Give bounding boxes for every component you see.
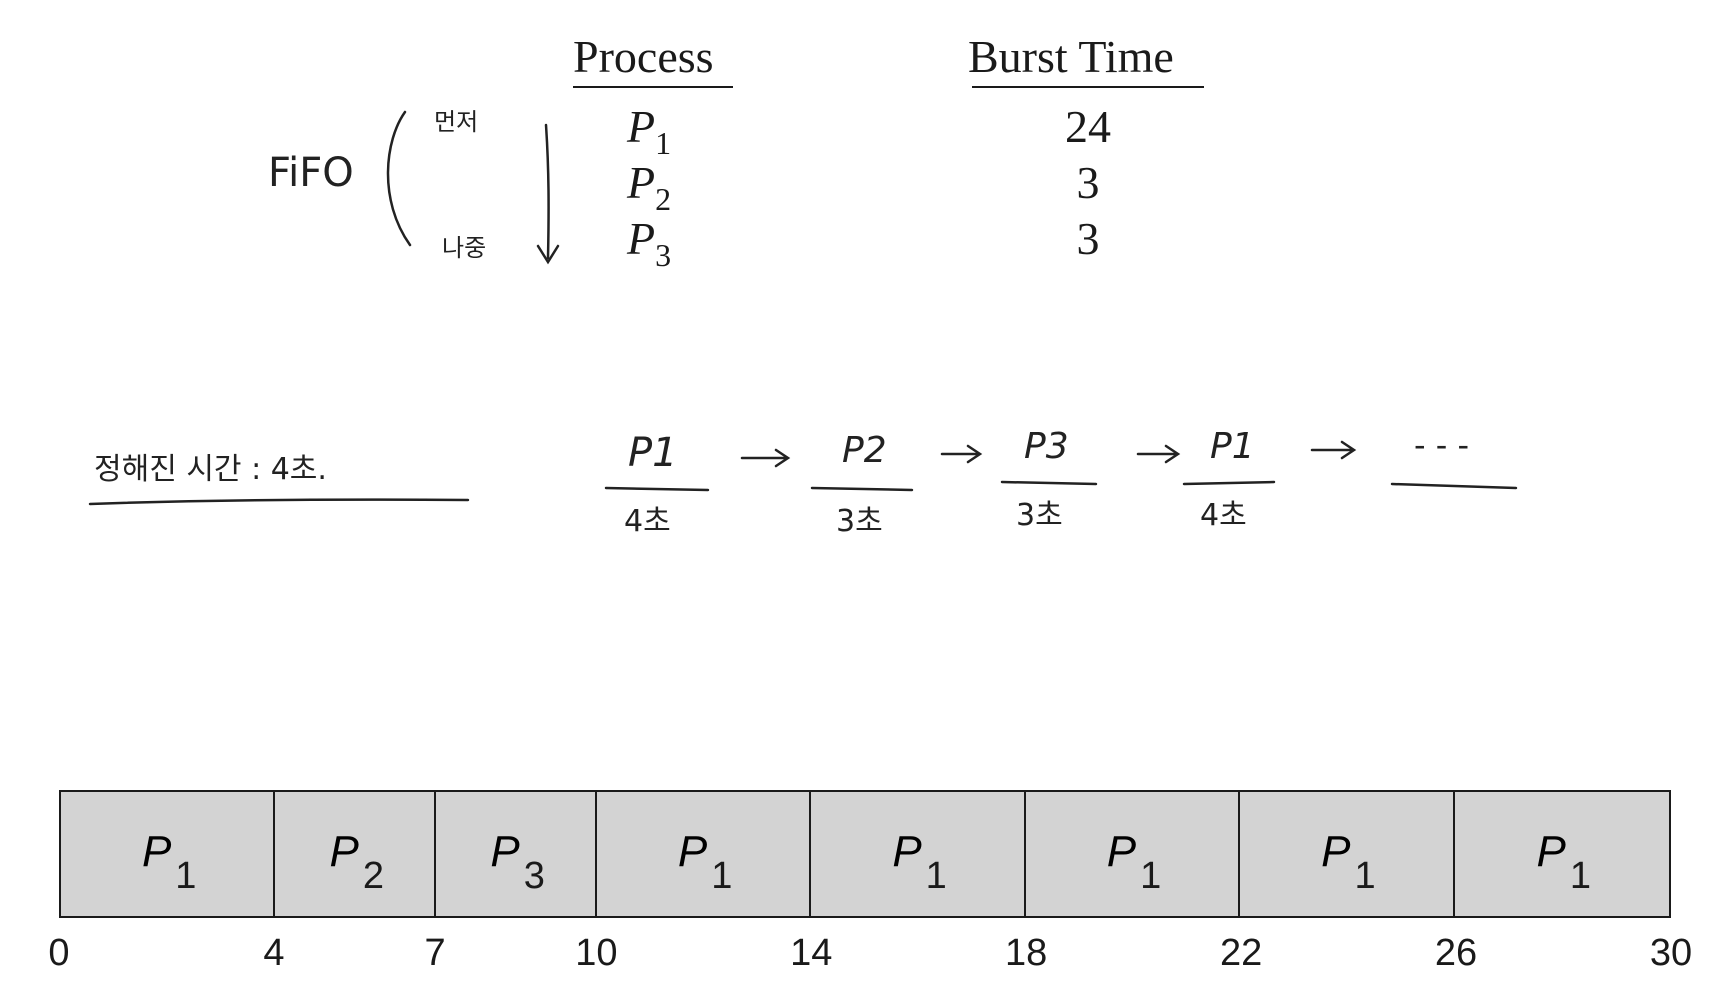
sequence-fraction-bar-1 (604, 486, 710, 492)
sequence-arrow-3 (1136, 444, 1181, 464)
fifo-bracket-stroke (386, 110, 412, 247)
process-name-p3: P3 (627, 213, 672, 273)
gantt-tick-label: 18 (1005, 932, 1048, 974)
later-note: 나중 (442, 234, 487, 262)
burst-time-p3: 3 (1076, 213, 1100, 264)
sequence-fraction-bar-5 (1390, 482, 1518, 490)
gantt-tick-label: 10 (575, 932, 618, 974)
sequence-arrow-1 (740, 448, 791, 468)
sequence-time-4: 4초 (1200, 498, 1247, 533)
burst-time-column-header: Burst Time (968, 31, 1174, 82)
process-name-p1: P1 (627, 101, 672, 161)
gantt-tick-label: 0 (48, 932, 70, 974)
sequence-proc-2: P2 (842, 430, 887, 471)
burst-time-p1: 24 (1065, 101, 1111, 152)
sequence-proc-4: P1 (1210, 426, 1255, 467)
sequence-arrow-2 (940, 444, 983, 464)
sequence-fraction-bar-3 (1000, 480, 1098, 486)
order-arrow-shaft (544, 123, 550, 260)
sequence-fraction-bar-2 (810, 486, 914, 492)
gantt-tick-label: 22 (1219, 932, 1263, 974)
quantum-underline (88, 498, 470, 506)
time-quantum-note: 정해진 시간 : 4초. (94, 452, 327, 487)
gantt-tick-label: 14 (790, 932, 833, 974)
order-arrow-head (536, 244, 560, 265)
sequence-arrow-4 (1310, 440, 1357, 460)
sequence-time-2: 3초 (836, 504, 883, 539)
burst-header-underline (972, 86, 1204, 88)
sequence-time-3: 3초 (1016, 498, 1063, 533)
gantt-tick-label: 30 (1649, 932, 1693, 974)
process-header-underline (573, 86, 733, 88)
sequence-continuation: - - - (1414, 426, 1469, 464)
gantt-tick-label: 4 (263, 932, 285, 974)
sequence-proc-3: P3 (1024, 426, 1069, 467)
burst-time-p2: 3 (1076, 157, 1100, 208)
process-name-p2: P2 (627, 157, 672, 217)
gantt-tick-label: 26 (1434, 932, 1478, 974)
gantt-tick-label: 7 (424, 932, 446, 974)
process-column-header: Process (573, 31, 714, 82)
first-note: 먼저 (434, 108, 479, 136)
sequence-fraction-bar-4 (1182, 480, 1276, 486)
sequence-proc-1: P1 (628, 430, 678, 476)
sequence-time-1: 4초 (624, 504, 671, 539)
fifo-note: FiFO (268, 150, 354, 196)
